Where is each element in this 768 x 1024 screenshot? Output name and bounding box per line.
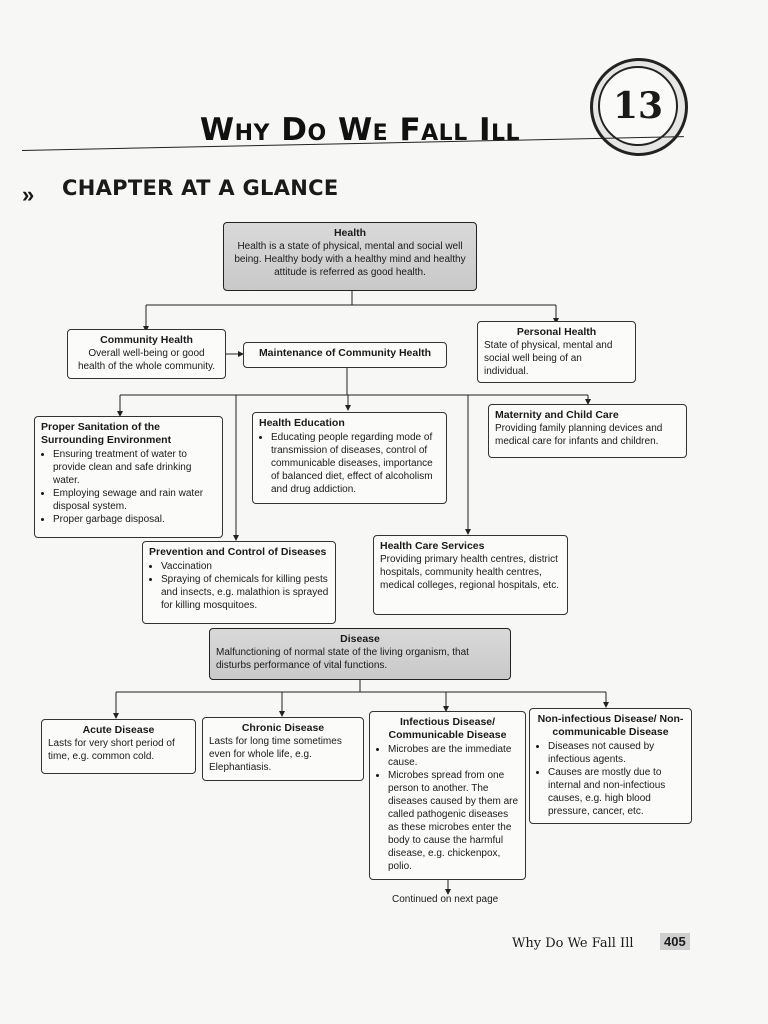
health-care-node: Health Care Services Providing primary h… (373, 535, 568, 615)
list-item: Diseases not caused by infectious agents… (548, 740, 685, 766)
section-heading: CHAPTER AT A GLANCE (62, 176, 339, 200)
list-item: Educating people regarding mode of trans… (271, 431, 440, 496)
maternity-text: Providing family planning devices and me… (495, 423, 663, 447)
maintenance-title: Maintenance of Community Health (258, 347, 432, 359)
list-item: Ensuring treatment of water to provide c… (53, 448, 216, 487)
page-number: 405 (660, 933, 690, 950)
health-care-text: Providing primary health centres, distri… (380, 554, 559, 591)
health-node: Health Health is a state of physical, me… (223, 222, 477, 291)
list-item: Vaccination (161, 560, 329, 573)
disease-text: Malfunctioning of normal state of the li… (216, 647, 469, 671)
maternity-title: Maternity and Child Care (495, 409, 619, 421)
sanitation-list: Ensuring treatment of water to provide c… (41, 448, 216, 526)
maternity-node: Maternity and Child Care Providing famil… (488, 404, 687, 458)
disease-title: Disease (340, 633, 380, 645)
list-item: Microbes are the immediate cause. (388, 743, 519, 769)
prevention-node: Prevention and Control of Diseases Vacci… (142, 541, 336, 624)
prevention-list: Vaccination Spraying of chemicals for ki… (149, 560, 329, 612)
non-infectious-title: Non-infectious Disease/ Non-communicable… (537, 713, 684, 738)
community-health-text: Overall well-being or good health of the… (77, 348, 216, 372)
personal-health-title: Personal Health (516, 326, 597, 338)
acute-title: Acute Disease (82, 724, 155, 736)
maintenance-node: Maintenance of Community Health (243, 342, 447, 368)
health-text: Health is a state of physical, mental an… (234, 241, 466, 278)
health-education-node: Health Education Educating people regard… (252, 412, 447, 504)
continued-note: Continued on next page (392, 894, 499, 905)
disease-node: Disease Malfunctioning of normal state o… (209, 628, 511, 680)
infectious-title: Infectious Disease/ Communicable Disease (388, 716, 507, 741)
sanitation-title: Proper Sanitation of the Surrounding Env… (41, 421, 172, 446)
sanitation-node: Proper Sanitation of the Surrounding Env… (34, 416, 223, 538)
infectious-list: Microbes are the immediate cause. Microb… (376, 743, 519, 873)
prevention-title: Prevention and Control of Diseases (149, 546, 327, 558)
list-item: Employing sewage and rain water disposal… (53, 487, 216, 513)
list-item: Microbes spread from one person to anoth… (388, 769, 519, 873)
chronic-text: Lasts for long time sometimes even for w… (209, 736, 342, 773)
chapter-number: 13 (598, 66, 678, 146)
chronic-disease-node: Chronic Disease Lasts for long time some… (202, 717, 364, 781)
community-health-title: Community Health (100, 334, 193, 346)
health-care-title: Health Care Services (380, 540, 485, 552)
acute-disease-node: Acute Disease Lasts for very short perio… (41, 719, 196, 774)
infectious-disease-node: Infectious Disease/ Communicable Disease… (369, 711, 526, 880)
chapter-title: Why Do We Fall Ill (199, 112, 521, 148)
acute-text: Lasts for very short period of time, e.g… (48, 738, 175, 762)
non-infectious-list: Diseases not caused by infectious agents… (536, 740, 685, 818)
health-title: Health (333, 227, 367, 239)
list-item: Spraying of chemicals for killing pests … (161, 573, 329, 612)
footer-chapter-title: Why Do We Fall Ill (512, 936, 634, 951)
non-infectious-disease-node: Non-infectious Disease/ Non-communicable… (529, 708, 692, 824)
list-item: Proper garbage disposal. (53, 513, 216, 526)
community-health-node: Community Health Overall well-being or g… (67, 329, 226, 379)
personal-health-node: Personal Health State of physical, menta… (477, 321, 636, 383)
list-item: Causes are mostly due to internal and no… (548, 766, 685, 818)
health-education-title: Health Education (259, 417, 345, 429)
personal-health-text: State of physical, mental and social wel… (484, 340, 613, 377)
health-education-list: Educating people regarding mode of trans… (259, 431, 440, 496)
chronic-title: Chronic Disease (241, 722, 325, 734)
